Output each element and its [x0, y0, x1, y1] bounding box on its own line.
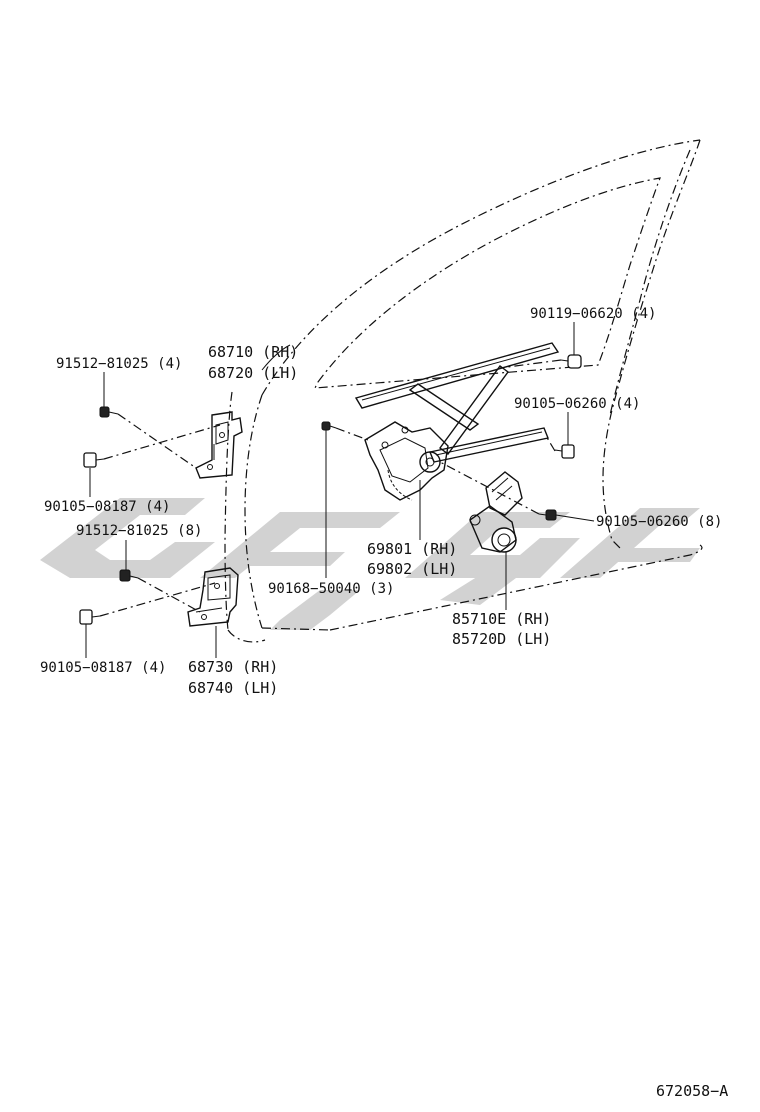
bolt-90105-08187-top-icon — [83, 452, 105, 468]
bolt-91512-top-icon — [99, 406, 119, 418]
bolt-90105-08187-bottom-icon — [79, 609, 101, 625]
label-68740: 68740 (LH) — [188, 679, 278, 697]
label-90168: 90168−50040 (3) — [268, 581, 394, 597]
label-69802: 69802 (LH) — [367, 560, 457, 578]
label-68730: 68730 (RH) — [188, 658, 278, 676]
bolt-90168-icon — [321, 421, 337, 431]
upper-hinge — [195, 411, 243, 479]
label-90105-08187-top: 90105−08187 (4) — [44, 499, 170, 515]
figure-code: 672058−A — [656, 1082, 728, 1100]
label-68720: 68720 (LH) — [208, 364, 298, 382]
lower-hinge — [187, 567, 239, 627]
label-90105-08187-bottom: 90105−08187 (4) — [40, 660, 166, 676]
label-90105-06260-4: 90105−06260 (4) — [514, 396, 640, 412]
window-regulator — [354, 342, 560, 501]
regulator-motor — [469, 471, 523, 553]
watermark-logo — [40, 498, 700, 630]
label-85710e: 85710E (RH) — [452, 610, 551, 628]
door-outline — [224, 139, 703, 643]
part-labels: 91512−81025 (4) 90105−08187 (4) 91512−81… — [40, 306, 728, 1100]
label-69801: 69801 (RH) — [367, 540, 457, 558]
label-68710: 68710 (RH) — [208, 343, 298, 361]
bolt-90105-06260-4-icon — [554, 444, 575, 459]
label-91512-top: 91512−81025 (4) — [56, 356, 182, 372]
leader-lines — [85, 322, 595, 658]
bolt-91512-mid-icon — [119, 569, 139, 582]
label-85720d: 85720D (LH) — [452, 630, 551, 648]
label-91512-mid: 91512−81025 (8) — [76, 523, 202, 539]
bolt-90119-icon — [560, 354, 582, 369]
label-90119: 90119−06620 (4) — [530, 306, 656, 322]
label-90105-06260-8: 90105−06260 (8) — [596, 514, 722, 530]
connection-lines — [99, 359, 562, 617]
